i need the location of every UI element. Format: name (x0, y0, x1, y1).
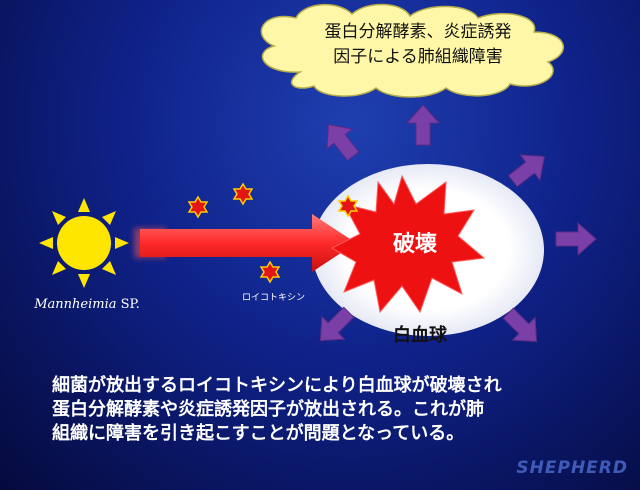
toxin-label: ロイコトキシン (242, 293, 306, 303)
caption-line-3: 組織に障害を引き起こすことが問題となっている。 (52, 423, 465, 444)
arrow-icon (326, 124, 360, 162)
arrow-icon (319, 306, 355, 342)
star-icon (259, 260, 281, 284)
cloud-text-line-1: 蛋白分解酵素、炎症誘発 (324, 22, 512, 42)
star-icon (187, 195, 209, 219)
toxin-stars (187, 182, 359, 284)
cloud-icon (260, 3, 564, 98)
cloud-text-line-2: 因子による肺組織障害 (333, 47, 503, 67)
arrow-icon (555, 221, 597, 257)
star-icon (232, 182, 254, 206)
bacteria-genus: Mannheimia (34, 297, 117, 312)
caption-line-1: 細菌が放出するロイコトキシンにより白血球が破壊され (52, 375, 502, 396)
toxin-arrow (134, 214, 356, 272)
white-blood-cell-label: 白血球 (393, 325, 447, 346)
watermark: SHEPHERD (516, 458, 628, 478)
bacteria-suffix: SP. (116, 297, 140, 312)
caption: 細菌が放出するロイコトキシンにより白血球が破壊され 蛋白分解酵素や炎症誘発因子が… (52, 374, 622, 446)
release-arrows (319, 104, 597, 343)
arrow-icon (502, 307, 538, 343)
bacteria-label: Mannheimia SP. (22, 297, 152, 312)
arrow-icon (405, 104, 441, 146)
star-icon (337, 194, 359, 218)
burst-label: 破壊 (392, 232, 437, 257)
caption-line-2: 蛋白分解酵素や炎症誘発因子が放出される。これが肺 (52, 399, 484, 420)
arrow-icon (507, 154, 545, 188)
cloud-text: 蛋白分解酵素、炎症誘発 因子による肺組織障害 (268, 20, 568, 70)
sun-icon (39, 198, 129, 288)
